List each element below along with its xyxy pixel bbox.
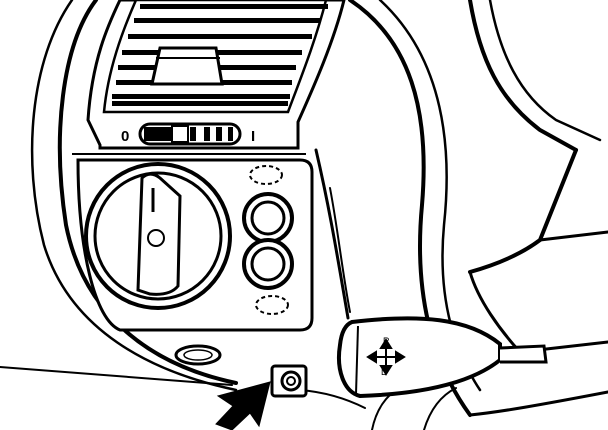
lower-push-button[interactable]: [242, 238, 294, 290]
lower-indicator-lamp: [255, 295, 289, 315]
vent-tab: [150, 46, 224, 86]
pointer-arrow-icon: [215, 381, 271, 430]
upper-indicator-lamp: [249, 165, 283, 185]
target-switch[interactable]: [270, 364, 308, 398]
air-vent: [86, 0, 346, 150]
upper-push-button[interactable]: [242, 192, 294, 244]
direction-arrows-icon: [366, 338, 406, 376]
stalk-left-label: L: [381, 367, 386, 377]
dashboard-slot: [174, 344, 222, 366]
knob-pointer-dot: [147, 229, 165, 247]
indicator-stalk[interactable]: R L: [337, 316, 548, 399]
light-switch-knob[interactable]: [84, 162, 232, 310]
thumbwheel-min-label: 0: [121, 128, 129, 145]
vent-thumbwheel[interactable]: 0 I: [121, 122, 255, 146]
thumbwheel-max-label: I: [251, 128, 255, 145]
